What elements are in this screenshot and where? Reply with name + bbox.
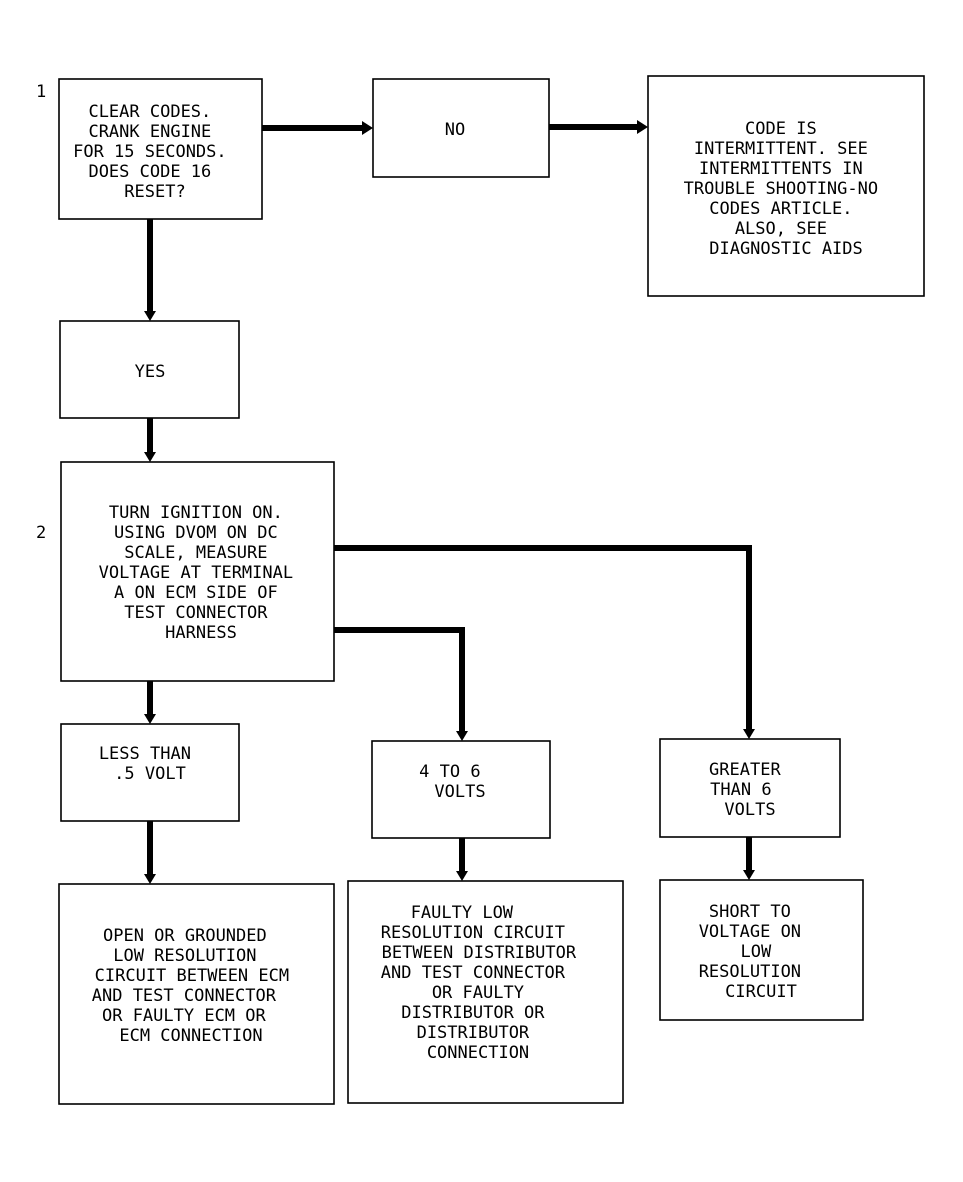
box-line: THAN 6	[710, 780, 771, 800]
box-less-than: LESS THAN .5 VOLT	[60, 723, 240, 822]
box-clear-codes: CLEAR CODES. CRANK ENGINE FOR 15 SECONDS…	[58, 78, 263, 220]
arrow-turn-to-four	[334, 627, 465, 734]
box-line: VOLTS	[724, 800, 775, 820]
box-line: USING DVOM ON DC	[114, 523, 278, 543]
box-four-to-six: 4 TO 6 VOLTS	[371, 740, 551, 839]
box-line: CIRCUIT BETWEEN ECM	[95, 966, 289, 986]
box-line: AND TEST CONNECTOR	[381, 963, 566, 983]
box-line: .5 VOLT	[114, 764, 186, 784]
step-number-1: 1	[36, 82, 46, 102]
box-open-grounded: OPEN OR GROUNDED LOW RESOLUTION CIRCUIT …	[58, 883, 335, 1105]
box-line: SCALE, MEASURE	[124, 543, 267, 563]
box-line: VOLTS	[434, 782, 485, 802]
box-line: OR FAULTY ECM OR	[102, 1006, 267, 1026]
arrowhead-turn	[144, 452, 156, 462]
arrowhead-no	[362, 121, 373, 135]
box-line: NO	[445, 120, 465, 140]
box-line: CLEAR CODES.	[88, 102, 211, 122]
box-line: CRANK ENGINE	[88, 122, 211, 142]
box-line: LOW	[741, 942, 772, 962]
box-line: CODES ARTICLE.	[709, 199, 852, 219]
arrow-turn-to-greater	[334, 545, 752, 732]
box-greater-than: GREATER THAN 6 VOLTS	[659, 738, 841, 838]
box-line: ALSO, SEE	[735, 219, 827, 239]
box-line: FAULTY LOW	[411, 903, 514, 923]
box-turn-ignition: TURN IGNITION ON. USING DVOM ON DC SCALE…	[60, 461, 335, 682]
svg-text:FAULTY LOW RESOLUTION CI: FAULTY LOW RESOLUTION CIRCUIT BETWEEN DI…	[381, 903, 587, 1063]
arrowhead-four	[456, 731, 468, 741]
box-line: OPEN OR GROUNDED	[103, 926, 267, 946]
box-line: SHORT TO	[709, 902, 791, 922]
svg-text:NO: NO	[445, 120, 465, 140]
svg-text:LESS THAN .5 VOLT: LESS THAN .5 VOLT	[99, 744, 201, 784]
box-line: HARNESS	[165, 623, 237, 643]
svg-text:CLEAR CODES. CRANK ENGIN: CLEAR CODES. CRANK ENGINE FOR 15 SECONDS…	[73, 102, 237, 202]
svg-text:4 TO 6 VOLTS: 4 TO 6 VOLTS	[419, 762, 491, 802]
svg-text:GREATER THAN 6 VOL: GREATER THAN 6 VOLTS	[709, 760, 791, 820]
box-line: RESOLUTION CIRCUIT	[381, 923, 565, 943]
arrowhead-greater	[743, 729, 755, 739]
connectors	[144, 120, 755, 884]
box-faulty-low: FAULTY LOW RESOLUTION CIRCUIT BETWEEN DI…	[347, 880, 624, 1104]
svg-text:OPEN OR GROUNDED LOW RES: OPEN OR GROUNDED LOW RESOLUTION CIRCUIT …	[92, 926, 300, 1046]
box-line: A ON ECM SIDE OF	[114, 583, 278, 603]
box-line: GREATER	[709, 760, 781, 780]
box-line: VOLTAGE AT TERMINAL	[99, 563, 293, 583]
box-line: LOW RESOLUTION	[113, 946, 256, 966]
box-line: DISTRIBUTOR	[417, 1023, 530, 1043]
box-line: TEST CONNECTOR	[124, 603, 268, 623]
box-line: OR FAULTY	[432, 983, 524, 1003]
box-line: FOR 15 SECONDS.	[73, 142, 227, 162]
box-line: CODE IS	[745, 119, 817, 139]
box-line: RESOLUTION	[699, 962, 801, 982]
box-line: TROUBLE SHOOTING-NO	[684, 179, 878, 199]
box-yes: YES	[59, 320, 240, 419]
box-line: AND TEST CONNECTOR	[92, 986, 277, 1006]
box-short-to-voltage: SHORT TO VOLTAGE ON LOW RESOLUTION CIRCU…	[659, 879, 864, 1021]
box-line: DOES CODE 16	[88, 162, 211, 182]
box-line: INTERMITTENT. SEE	[694, 139, 868, 159]
box-line: CIRCUIT	[725, 982, 797, 1002]
box-line: BETWEEN DISTRIBUTOR	[382, 943, 577, 963]
svg-text:CODE IS INTERMITTENT. SE: CODE IS INTERMITTENT. SEE INTERMITTENTS …	[684, 119, 889, 259]
svg-text:TURN IGNITION ON. USING: TURN IGNITION ON. USING DVOM ON DC SCALE…	[99, 503, 304, 643]
arrowhead-less	[144, 714, 156, 724]
box-line: TURN IGNITION ON.	[109, 503, 283, 523]
arrowhead-faulty	[456, 871, 468, 881]
arrowhead-yes	[144, 311, 156, 321]
box-line: DISTRIBUTOR OR	[401, 1003, 545, 1023]
box-line: ECM CONNECTION	[119, 1026, 262, 1046]
box-line: LESS THAN	[99, 744, 191, 764]
arrowhead-short	[743, 870, 755, 880]
box-line: VOLTAGE ON	[699, 922, 801, 942]
arrowhead-open	[144, 874, 156, 884]
arrowhead-intermittent	[637, 120, 648, 134]
box-line: YES	[135, 362, 166, 382]
box-line: DIAGNOSTIC AIDS	[709, 239, 863, 259]
box-no: NO	[372, 78, 550, 178]
box-line: CONNECTION	[427, 1043, 529, 1063]
box-line: 4 TO 6	[419, 762, 480, 782]
svg-text:YES: YES	[135, 362, 166, 382]
box-line: RESET?	[124, 182, 185, 202]
step-number-2: 2	[36, 523, 46, 543]
box-line: INTERMITTENTS IN	[699, 159, 863, 179]
svg-text:SHORT TO VOLTAGE ON: SHORT TO VOLTAGE ON LOW RESOLUTION CIRCU…	[699, 902, 812, 1002]
box-intermittent: CODE IS INTERMITTENT. SEE INTERMITTENTS …	[647, 75, 925, 297]
